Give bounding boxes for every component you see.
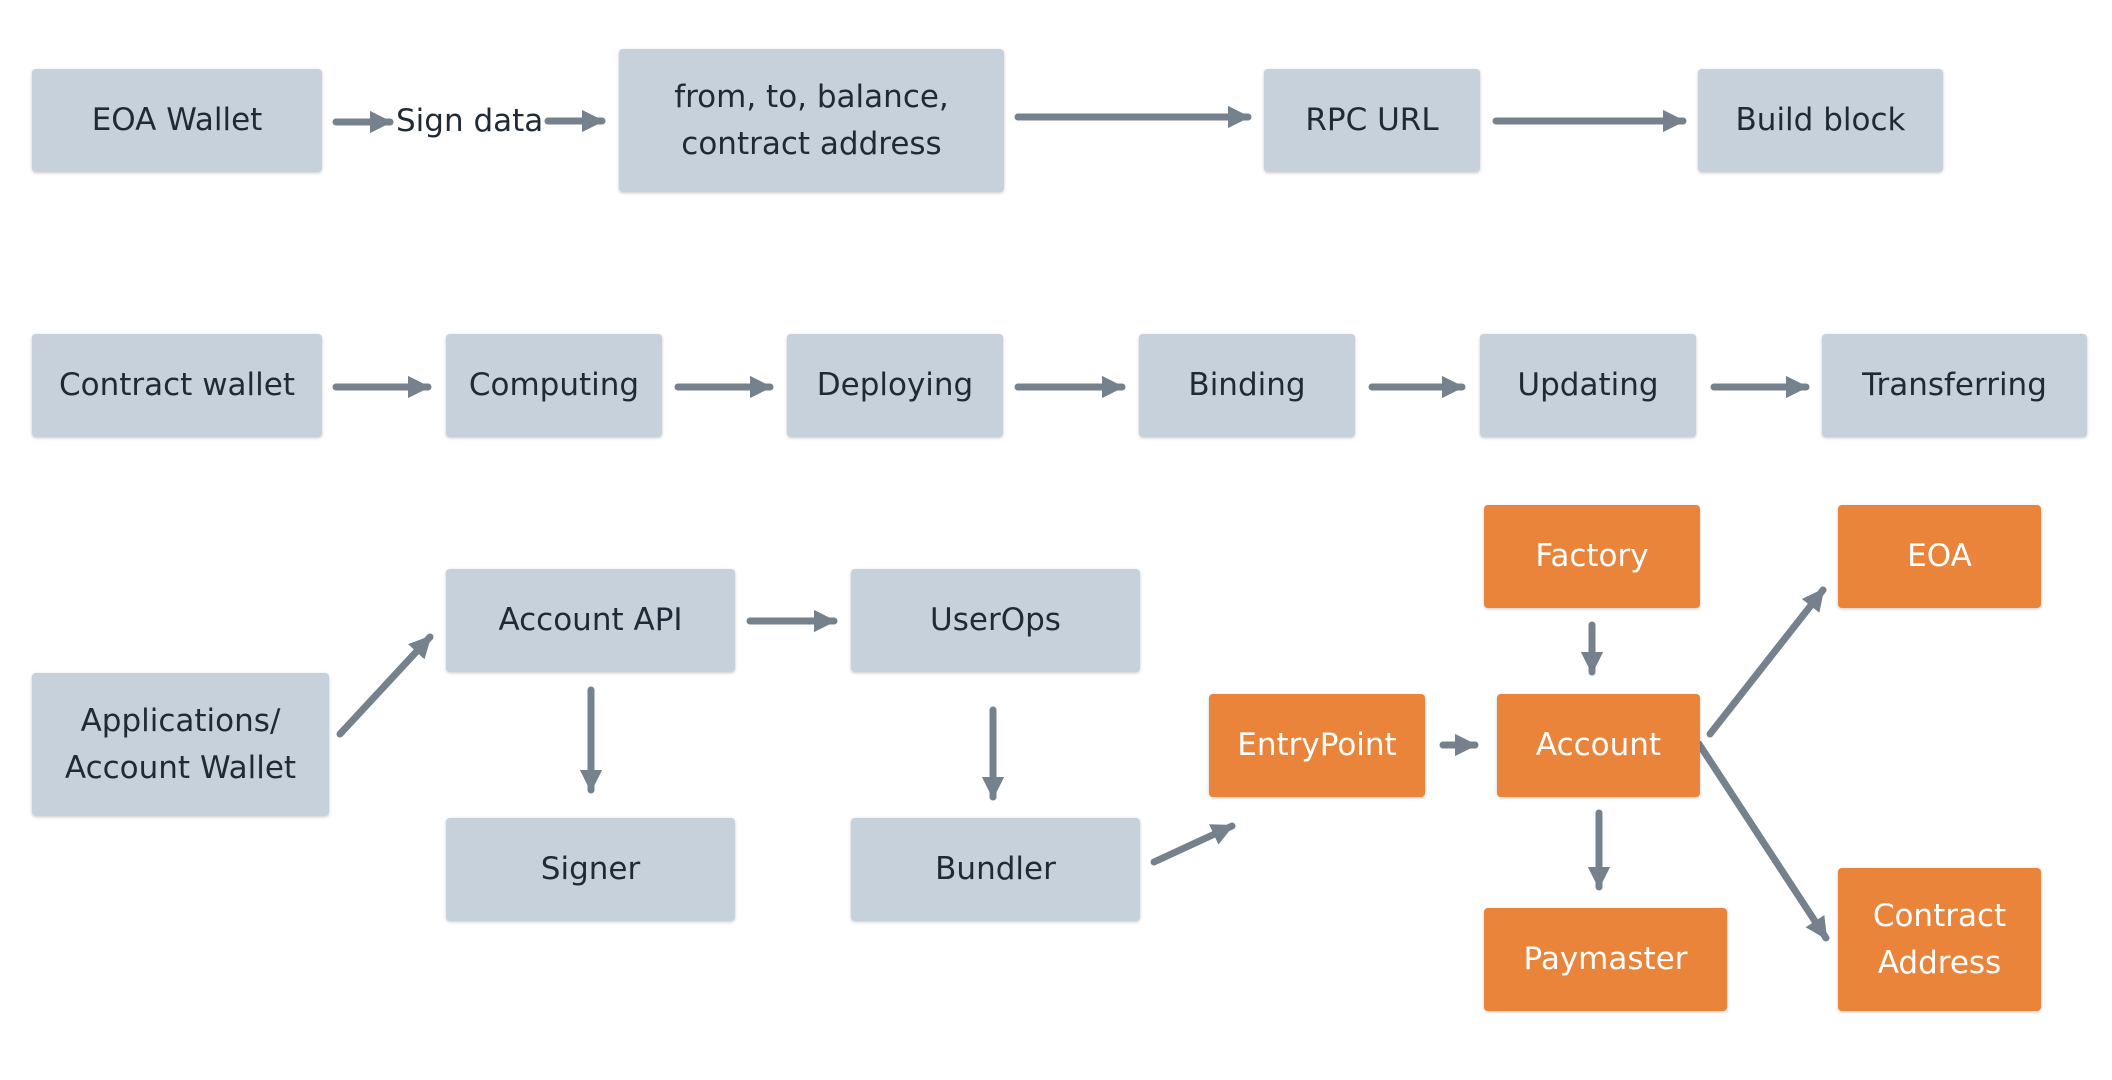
account-box: Account xyxy=(1497,694,1700,797)
contract-address-box: Contract Address xyxy=(1838,868,2041,1011)
arrow-bundler-to-entrypoint xyxy=(1150,822,1236,866)
build-block-box: Build block xyxy=(1698,69,1943,172)
binding-label: Binding xyxy=(1188,367,1306,404)
factory-label: Factory xyxy=(1535,538,1649,575)
contract-wallet-label: Contract wallet xyxy=(58,367,295,404)
computing-label: Computing xyxy=(468,367,640,404)
userops-label: UserOps xyxy=(930,602,1061,639)
paymaster-label: Paymaster xyxy=(1523,941,1688,978)
deploying-label: Deploying xyxy=(816,367,974,404)
factory-box: Factory xyxy=(1484,505,1700,608)
tx-fields-label: from, to, balance, contract address xyxy=(674,79,949,162)
rpc-url-box: RPC URL xyxy=(1264,69,1480,172)
account-api-label: Account API xyxy=(498,602,683,639)
arrow-account-to-contractaddress xyxy=(1695,740,1830,942)
account-label: Account xyxy=(1535,727,1662,764)
applications-label: Applications/ Account Wallet xyxy=(64,703,297,786)
computing-box: Computing xyxy=(446,334,662,437)
signer-label: Signer xyxy=(540,851,641,888)
bundler-label: Bundler xyxy=(935,851,1056,888)
paymaster-box: Paymaster xyxy=(1484,908,1727,1011)
contract-address-label: Contract Address xyxy=(1872,898,2007,981)
entrypoint-box: EntryPoint xyxy=(1209,694,1425,797)
eoa-wallet-box: EOA Wallet xyxy=(32,69,322,172)
eoa-box: EOA xyxy=(1838,505,2041,608)
transferring-box: Transferring xyxy=(1822,334,2087,437)
entrypoint-label: EntryPoint xyxy=(1237,727,1397,764)
arrow-account-to-eoa xyxy=(1706,586,1827,738)
deploying-box: Deploying xyxy=(787,334,1003,437)
updating-box: Updating xyxy=(1480,334,1696,437)
contract-wallet-box: Contract wallet xyxy=(32,334,322,437)
applications-box: Applications/ Account Wallet xyxy=(32,673,329,816)
userops-box: UserOps xyxy=(851,569,1140,672)
binding-box: Binding xyxy=(1139,334,1355,437)
sign-data-label: Sign data xyxy=(396,103,544,139)
bundler-box: Bundler xyxy=(851,818,1140,921)
build-block-label: Build block xyxy=(1735,102,1906,139)
eoa-wallet-label: EOA Wallet xyxy=(91,102,263,139)
tx-fields-box: from, to, balance, contract address xyxy=(619,49,1004,192)
arrow-applications-to-accountapi xyxy=(336,633,434,738)
transferring-label: Transferring xyxy=(1862,367,2047,404)
signer-box: Signer xyxy=(446,818,735,921)
eoa-label: EOA xyxy=(1907,538,1972,575)
updating-label: Updating xyxy=(1517,367,1659,404)
rpc-url-label: RPC URL xyxy=(1305,102,1439,139)
account-api-box: Account API xyxy=(446,569,735,672)
